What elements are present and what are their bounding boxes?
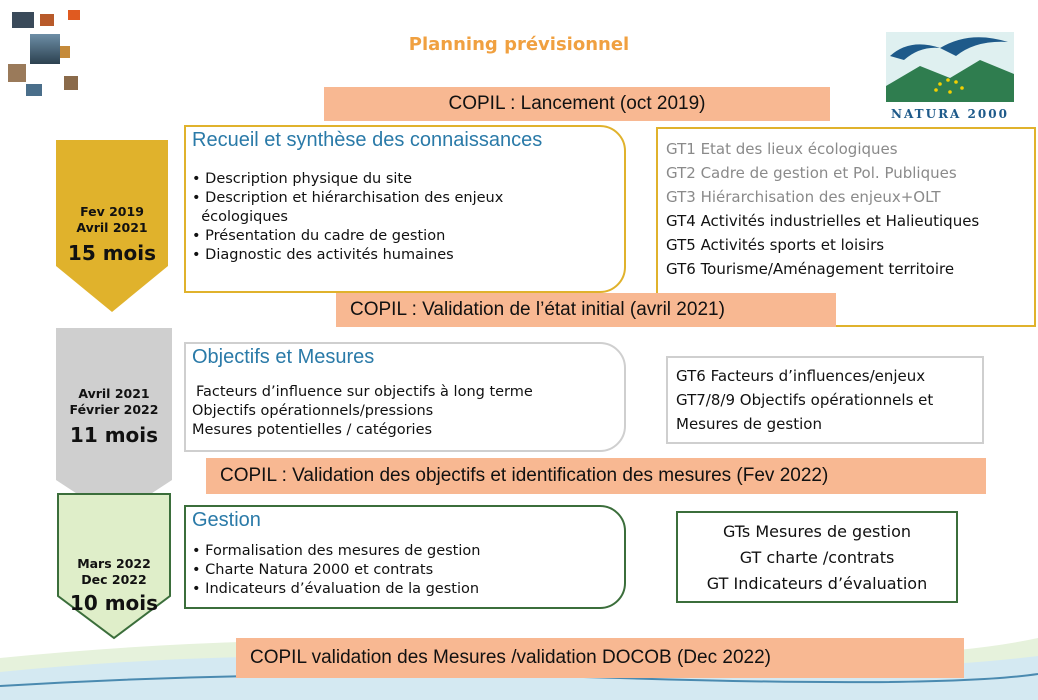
list-item: • Présentation du cadre de gestion	[192, 228, 446, 244]
list-item: • Diagnostic des activités humaines	[192, 247, 454, 263]
phase3-arrow	[57, 493, 171, 640]
gt-item: GT3 Hiérarchisation des enjeux+OLT	[666, 188, 941, 206]
phase2-content-box: Objectifs et Mesures Facteurs d’influenc…	[184, 342, 626, 452]
list-item: Facteurs d’influence sur objectifs à lon…	[196, 384, 533, 400]
phase3-end-date: Dec 2022	[81, 572, 147, 587]
phase1-start-date: Fev 2019	[80, 204, 144, 219]
phase2-box-title: Objectifs et Mesures	[192, 346, 375, 368]
copil-objectifs-banner: COPIL : Validation des objectifs et iden…	[206, 458, 986, 494]
phase1-arrow	[56, 140, 168, 312]
list-item: • Indicateurs d’évaluation de la gestion	[192, 581, 480, 597]
list-item: Mesures potentielles / catégories	[192, 422, 433, 438]
gt-item: GT6 Facteurs d’influences/enjeux	[676, 367, 926, 385]
phase3-duration: 10 mois	[69, 591, 159, 615]
phase2-arrow	[56, 328, 172, 518]
gt-item: GT7/8/9 Objectifs opérationnels et	[676, 391, 934, 409]
phase1-gt-box: GT1 Etat des lieux écologiques GT2 Cadre…	[656, 127, 1036, 327]
phase2-gt-box: GT6 Facteurs d’influences/enjeux GT7/8/9…	[666, 356, 984, 444]
copil-docob-banner: COPIL validation des Mesures /validation…	[236, 638, 964, 678]
phase3-content-box: Gestion • Formalisation des mesures de g…	[184, 505, 626, 609]
phase1-box-title: Recueil et synthèse des connaissances	[192, 129, 543, 151]
phase2-start-date: Avril 2021	[78, 386, 150, 401]
page-title: Planning prévisionnel	[408, 34, 630, 55]
gt-item: GT Indicateurs d’évaluation	[706, 574, 928, 593]
phase3-dates: Mars 2022 Dec 2022 10 mois	[58, 556, 170, 616]
photo-mosaic-logo	[4, 6, 84, 98]
phase1-dates: Fev 2019 Avril 2021 15 mois	[56, 204, 168, 266]
copil-launch-banner: COPIL : Lancement (oct 2019)	[324, 87, 830, 121]
phase3-start-date: Mars 2022	[77, 556, 151, 571]
copil-etat-initial-banner: COPIL : Validation de l’état initial (av…	[336, 293, 836, 327]
phase2-duration: 11 mois	[69, 423, 159, 447]
copil-objectifs-text: COPIL : Validation des objectifs et iden…	[220, 465, 829, 486]
phase-arrows	[56, 140, 172, 640]
list-item: • Charte Natura 2000 et contrats	[192, 562, 434, 578]
list-item: • Description et hiérarchisation des enj…	[192, 190, 504, 206]
gt-item: GTs Mesures de gestion	[722, 522, 912, 541]
phase1-duration: 15 mois	[67, 241, 157, 265]
phase1-content-box: Recueil et synthèse des connaissances • …	[184, 125, 626, 293]
copil-launch-text: COPIL : Lancement (oct 2019)	[448, 93, 706, 114]
list-item: • Formalisation des mesures de gestion	[192, 543, 481, 559]
phase2-dates: Avril 2021 Février 2022 11 mois	[56, 386, 172, 448]
phase3-gt-box: GTs Mesures de gestion GT charte /contra…	[676, 511, 958, 603]
phase1-end-date: Avril 2021	[76, 220, 148, 235]
natura2000-logo: NATURA 2000	[880, 26, 1020, 122]
natura2000-logo-icon	[886, 32, 1014, 102]
gt-item: GT4 Activités industrielles et Halieutiq…	[666, 212, 980, 230]
phase3-box-title: Gestion	[192, 509, 261, 531]
gt-item: GT1 Etat des lieux écologiques	[666, 140, 898, 158]
gt-item: GT charte /contrats	[739, 548, 895, 567]
copil-docob-text: COPIL validation des Mesures /validation…	[250, 647, 771, 668]
list-item: • Description physique du site	[192, 171, 413, 187]
phase3-items: • Formalisation des mesures de gestion •…	[186, 542, 624, 599]
list-item: écologiques	[192, 209, 288, 225]
copil-etat-initial-text: COPIL : Validation de l’état initial (av…	[350, 299, 725, 320]
phase1-items: • Description physique du site • Descrip…	[186, 170, 624, 265]
gt-item: GT5 Activités sports et loisirs	[666, 236, 885, 254]
gt-item: GT2 Cadre de gestion et Pol. Publiques	[666, 164, 957, 182]
gt-item: GT6 Tourisme/Aménagement territoire	[666, 260, 955, 278]
natura2000-logo-label: NATURA 2000	[891, 107, 1009, 121]
list-item: Objectifs opérationnels/pressions	[192, 403, 434, 419]
gt-item: Mesures de gestion	[676, 415, 822, 433]
phase2-end-date: Février 2022	[69, 402, 159, 417]
phase2-items: Facteurs d’influence sur objectifs à lon…	[186, 383, 624, 440]
